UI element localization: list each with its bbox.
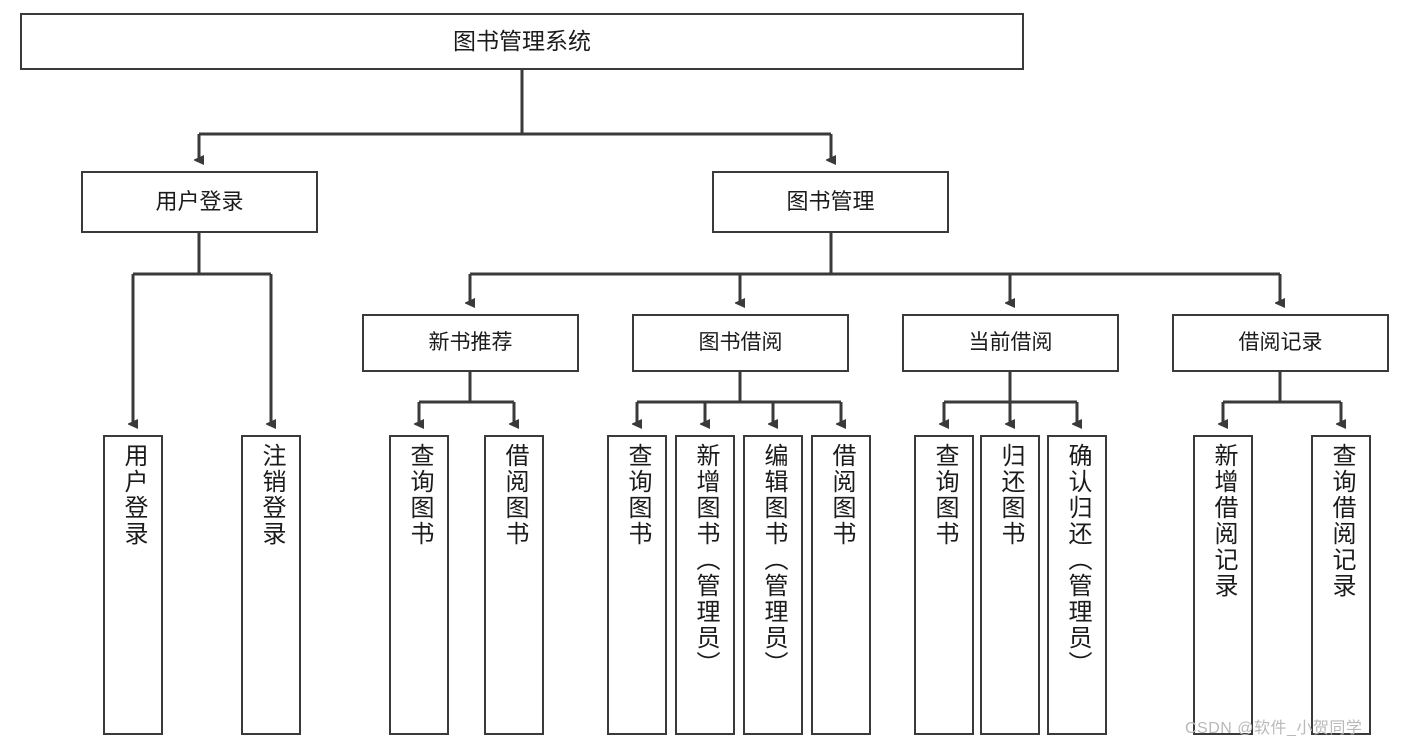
leaf-user-login[interactable]: 用户登录 <box>103 435 163 735</box>
node-current-borrow-label: 当前借阅 <box>968 330 1053 354</box>
leaf-search-borrow-record-label: 查询借阅记录 <box>1328 443 1355 599</box>
leaf-recommend-borrow-book[interactable]: 借阅图书 <box>484 435 544 735</box>
leaf-edit-book-admin-label: 编辑图书（管理员） <box>760 443 787 677</box>
node-book-management-label: 图书管理 <box>786 189 875 215</box>
leaf-search-borrow-record[interactable]: 查询借阅记录 <box>1311 435 1371 735</box>
leaf-current-search-book[interactable]: 查询图书 <box>914 435 974 735</box>
watermark: CSDN @软件_小贺同学 <box>1185 720 1363 737</box>
node-new-book-recommend[interactable]: 新书推荐 <box>362 314 579 372</box>
node-root-label: 图书管理系统 <box>453 28 591 55</box>
leaf-edit-book-admin[interactable]: 编辑图书（管理员） <box>743 435 803 735</box>
node-root[interactable]: 图书管理系统 <box>20 13 1024 70</box>
node-user-login-label: 用户登录 <box>155 189 244 215</box>
node-current-borrow[interactable]: 当前借阅 <box>902 314 1119 372</box>
leaf-recommend-search-book-label: 查询图书 <box>406 443 433 547</box>
leaf-logout[interactable]: 注销登录 <box>241 435 301 735</box>
leaf-current-search-book-label: 查询图书 <box>931 443 958 547</box>
leaf-recommend-borrow-book-label: 借阅图书 <box>501 443 528 547</box>
node-user-login[interactable]: 用户登录 <box>81 171 318 233</box>
leaf-add-book-admin[interactable]: 新增图书（管理员） <box>675 435 735 735</box>
node-new-book-recommend-label: 新书推荐 <box>428 330 513 354</box>
leaf-return-book-label: 归还图书 <box>997 443 1024 547</box>
leaf-recommend-search-book[interactable]: 查询图书 <box>389 435 449 735</box>
leaf-confirm-return-admin-label: 确认归还（管理员） <box>1064 443 1091 677</box>
node-borrow-record[interactable]: 借阅记录 <box>1172 314 1389 372</box>
node-borrow-record-label: 借阅记录 <box>1238 330 1323 354</box>
node-book-borrow-label: 图书借阅 <box>698 330 783 354</box>
leaf-confirm-return-admin[interactable]: 确认归还（管理员） <box>1047 435 1107 735</box>
leaf-logout-label: 注销登录 <box>258 443 285 547</box>
leaf-user-login-label: 用户登录 <box>120 443 147 547</box>
leaf-return-book[interactable]: 归还图书 <box>980 435 1040 735</box>
leaf-borrow-search-book-label: 查询图书 <box>624 443 651 547</box>
node-book-management[interactable]: 图书管理 <box>712 171 949 233</box>
leaf-borrow-book[interactable]: 借阅图书 <box>811 435 871 735</box>
leaf-borrow-book-label: 借阅图书 <box>828 443 855 547</box>
leaf-add-book-admin-label: 新增图书（管理员） <box>692 443 719 677</box>
leaf-add-borrow-record[interactable]: 新增借阅记录 <box>1193 435 1253 735</box>
node-book-borrow[interactable]: 图书借阅 <box>632 314 849 372</box>
leaf-add-borrow-record-label: 新增借阅记录 <box>1210 443 1237 599</box>
leaf-borrow-search-book[interactable]: 查询图书 <box>607 435 667 735</box>
